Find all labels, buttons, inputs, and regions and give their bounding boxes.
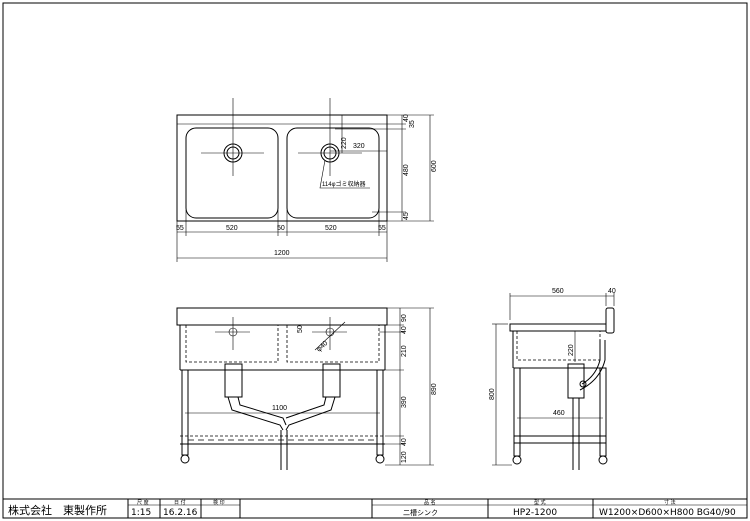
dim-label: 460 [553, 410, 565, 417]
front-view: φ40 50 1100 90 40 210 390 40 120 890 [176, 307, 438, 470]
dim-label: 40 [401, 438, 408, 446]
company-name: 株式会社 東製作所 [8, 503, 107, 517]
dim-label: 480 [403, 164, 410, 176]
dim-label: 35 [409, 120, 416, 128]
dim-label: 55 [176, 225, 184, 232]
dim-label: 40 [401, 326, 408, 334]
dim-label: 320 [353, 143, 365, 150]
dim-label: 1200 [274, 250, 290, 257]
dim-label: 40 [608, 288, 616, 295]
header-check: 検 印 [213, 499, 225, 506]
scale-value: 1:15 [131, 508, 151, 518]
dim-label: 560 [552, 288, 564, 295]
dim-label: 600 [431, 160, 438, 172]
product-name: 二槽シンク [403, 508, 438, 517]
dim-label: 520 [226, 225, 238, 232]
dim-label: 890 [431, 383, 438, 395]
dim-label: 45 [403, 212, 410, 220]
note-label: 114φゴミ収納器 [322, 180, 365, 188]
dim-label: 800 [489, 388, 496, 400]
dim-label: 50 [297, 325, 304, 333]
dim-label: φ40 [316, 340, 330, 354]
dim-label: 210 [401, 345, 408, 357]
header-date: 日 付 [174, 499, 186, 506]
size-spec: W1200×D600×H800 BG40/90 [599, 508, 736, 518]
header-model: 型 式 [534, 499, 546, 506]
date-value: 16.2.16 [163, 508, 198, 518]
dim-label: 220 [568, 344, 575, 356]
dim-label: 520 [325, 225, 337, 232]
dim-label: 40 [403, 114, 410, 122]
dim-label: 55 [378, 225, 386, 232]
plan-view: 55 520 50 520 55 1200 40 35 480 45 600 2… [176, 98, 438, 262]
title-block: 株式会社 東製作所 尺 度 日 付 検 印 品 名 型 式 寸 法 1:15 1… [3, 498, 747, 518]
dim-label: 120 [401, 451, 408, 463]
dim-label: 220 [341, 137, 348, 149]
side-view: 560 40 220 460 800 [489, 288, 616, 470]
model-number: HP2-1200 [513, 508, 557, 518]
header-size: 寸 法 [664, 499, 676, 506]
dim-label: 390 [401, 396, 408, 408]
dim-label: 50 [277, 225, 285, 232]
dim-label: 1100 [272, 405, 287, 412]
header-scale: 尺 度 [137, 499, 149, 506]
dim-label: 90 [401, 314, 408, 322]
header-name: 品 名 [424, 499, 436, 506]
